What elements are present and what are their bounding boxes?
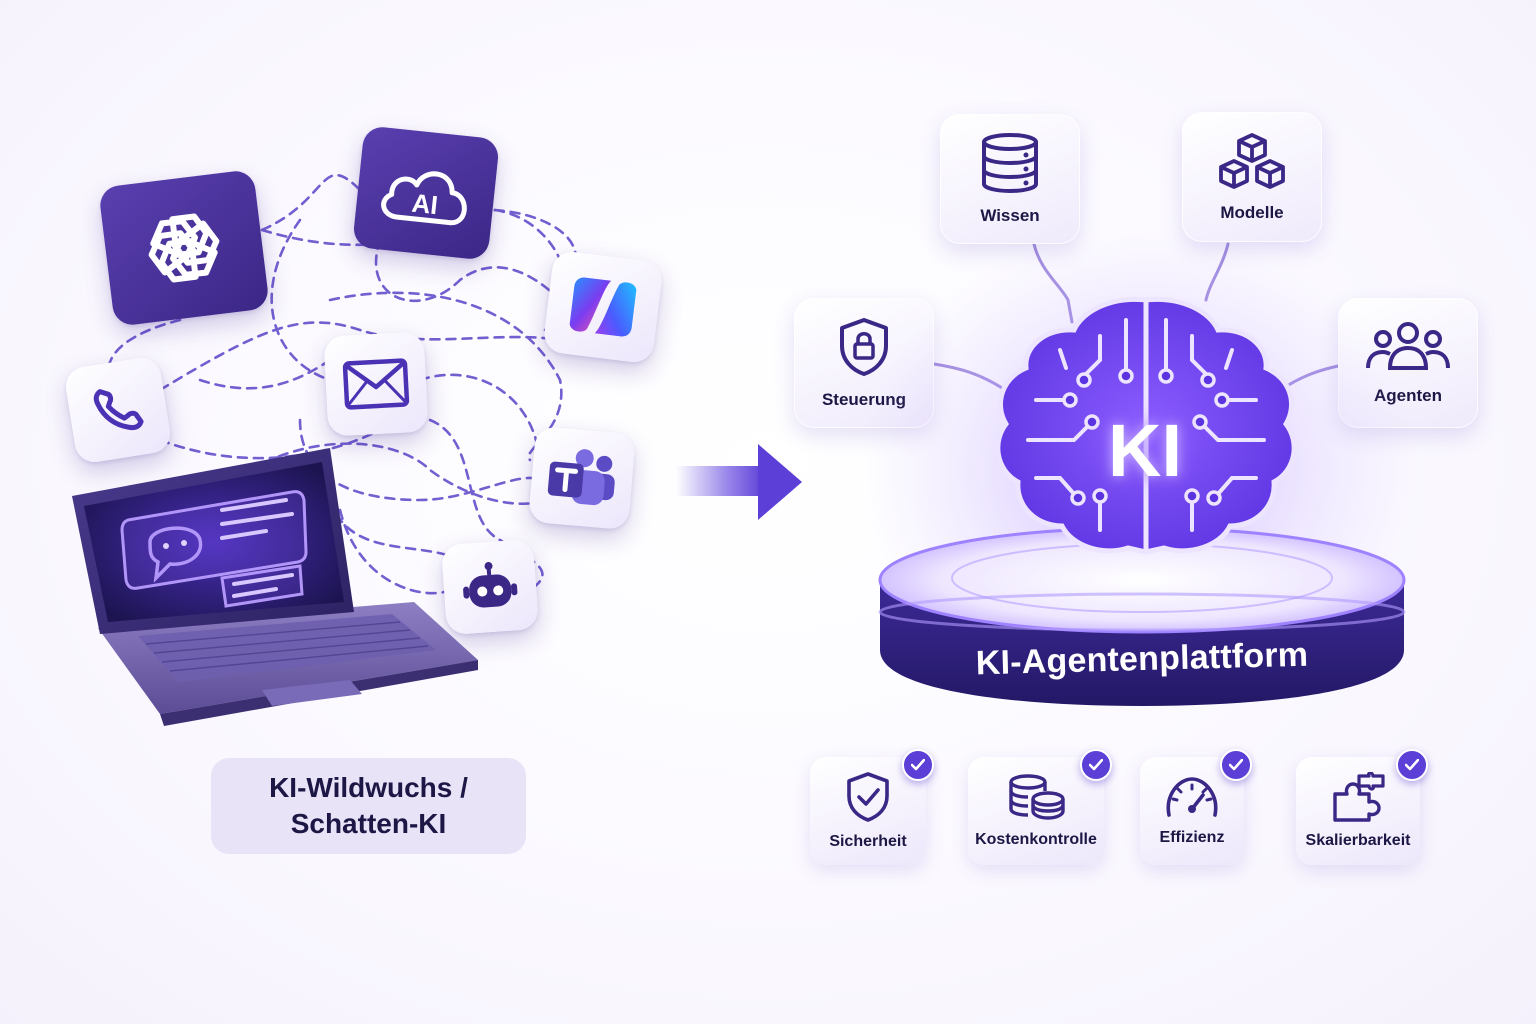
copilot-icon	[569, 277, 637, 337]
cubes-icon	[1219, 133, 1285, 189]
mail-icon	[342, 358, 410, 410]
check-icon	[1220, 749, 1252, 781]
openai-icon	[148, 213, 220, 283]
openai-tile	[98, 169, 270, 327]
benefit-kostenkontrolle-label: Kostenkontrolle	[975, 831, 1097, 848]
puzzle-icon	[1333, 772, 1385, 822]
card-wissen-label: Wissen	[980, 206, 1040, 225]
phone-tile	[63, 355, 173, 465]
coins-icon	[1009, 774, 1065, 820]
benefit-effizienz-label: Effizienz	[1159, 829, 1225, 846]
card-modelle-label: Modelle	[1220, 203, 1284, 222]
card-modelle: Modelle	[1182, 112, 1322, 242]
check-icon	[902, 749, 934, 781]
arrow-right-icon	[676, 444, 802, 520]
ai-cloud-text: AI	[410, 188, 439, 221]
shadow-ai-caption: KI-Wildwuchs / Schatten-KI	[211, 758, 526, 854]
check-icon	[1080, 749, 1112, 781]
ai-cloud-tile: AI	[351, 125, 501, 261]
mail-tile	[323, 331, 429, 437]
robot-tile	[440, 538, 540, 636]
benefit-skalierbarkeit: Skalierbarkeit	[1296, 749, 1428, 865]
speedometer-icon	[1166, 777, 1218, 817]
benefit-sicherheit-label: Sicherheit	[829, 833, 907, 850]
robot-icon	[463, 562, 518, 608]
ai-cloud-icon: AI	[381, 171, 467, 226]
copilot-tile	[542, 249, 664, 365]
check-icon	[1396, 749, 1428, 781]
card-wissen: Wissen	[940, 114, 1080, 244]
caption-line-1: KI-Wildwuchs /	[269, 772, 468, 803]
benefit-effizienz: Effizienz	[1140, 749, 1252, 865]
shield-check-icon	[847, 772, 889, 822]
caption-line-2: Schatten-KI	[290, 808, 447, 839]
database-icon	[982, 133, 1038, 194]
teams-tile	[528, 425, 636, 531]
phone-icon	[93, 389, 144, 431]
ki-core-label: KI	[1108, 409, 1182, 492]
benefit-sicherheit: Sicherheit	[810, 749, 934, 865]
benefit-skalierbarkeit-label: Skalierbarkeit	[1305, 832, 1411, 849]
shield-lock-icon	[840, 318, 888, 376]
teams-icon	[547, 449, 615, 506]
benefit-kostenkontrolle: Kostenkontrolle	[968, 749, 1112, 865]
